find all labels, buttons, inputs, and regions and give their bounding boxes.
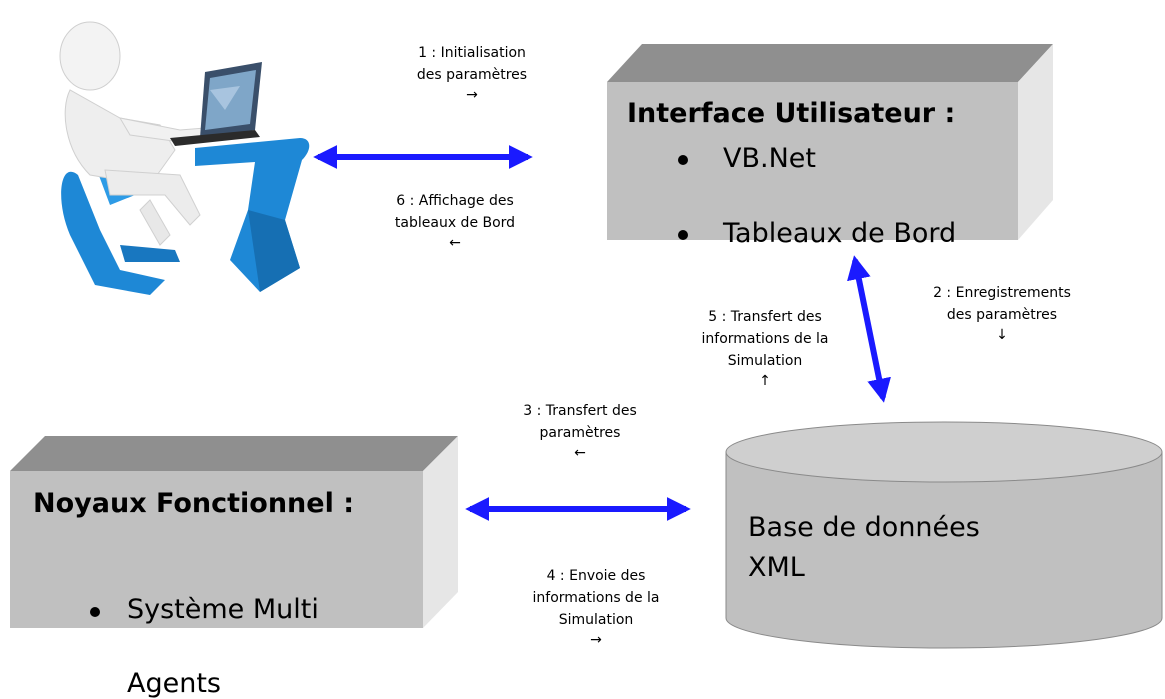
label-2-line1: 2 : Enregistrements bbox=[933, 285, 1071, 301]
user-at-laptop-illustration bbox=[59, 21, 310, 295]
label-5-transfert-informations: 5 : Transfert des informations de la Sim… bbox=[660, 306, 870, 390]
noyau-item-label: Système Multi bbox=[127, 594, 319, 625]
noyau-item-agents-line: Agents bbox=[127, 668, 221, 699]
label-6-line1: 6 : Affichage des bbox=[396, 193, 514, 209]
left-arrow-icon: ← bbox=[574, 445, 586, 461]
database-label-line1: Base de données bbox=[748, 512, 980, 543]
label-6-affichage: 6 : Affichage des tableaux de Bord ← bbox=[355, 190, 555, 252]
interface-box-title: Interface Utilisateur : bbox=[627, 98, 956, 129]
database-label-line2: XML bbox=[748, 552, 805, 583]
down-arrow-icon: ↓ bbox=[996, 327, 1008, 343]
label-4-line3: Simulation bbox=[558, 612, 634, 628]
label-2-line2: des paramètres bbox=[946, 307, 1058, 323]
label-2-enregistrements: 2 : Enregistrements des paramètres ↓ bbox=[897, 282, 1107, 344]
up-arrow-icon: ↑ bbox=[759, 373, 771, 389]
left-arrow-icon: ← bbox=[449, 235, 461, 251]
label-1-initialisation: 1 : Initialisation des paramètres → bbox=[372, 42, 572, 104]
bullet-icon bbox=[678, 155, 688, 165]
label-1-line1: 1 : Initialisation bbox=[418, 45, 526, 61]
label-5-line2: informations de la bbox=[701, 331, 829, 347]
label-1-line2: des paramètres bbox=[416, 67, 528, 83]
right-arrow-icon: → bbox=[590, 632, 602, 648]
interface-box-shape bbox=[607, 44, 1053, 240]
interface-item-vbnet: VB.Net bbox=[678, 143, 1165, 174]
label-3-line2: paramètres bbox=[539, 425, 621, 441]
noyau-box-shape bbox=[10, 436, 458, 628]
label-4-line2: informations de la bbox=[532, 590, 660, 606]
label-3-line1: 3 : Transfert des bbox=[523, 403, 637, 419]
label-5-line1: 5 : Transfert des bbox=[708, 309, 822, 325]
bullet-icon bbox=[90, 607, 100, 617]
label-4-line1: 4 : Envoie des bbox=[546, 568, 646, 584]
label-4-envoie-informations: 4 : Envoie des informations de la Simula… bbox=[496, 565, 696, 649]
label-6-line2: tableaux de Bord bbox=[394, 215, 516, 231]
interface-item-label: Tableaux de Bord bbox=[723, 218, 957, 249]
label-3-transfert-parametres: 3 : Transfert des paramètres ← bbox=[480, 400, 680, 462]
label-5-line3: Simulation bbox=[727, 353, 803, 369]
right-arrow-icon: → bbox=[466, 87, 478, 103]
bullet-icon bbox=[678, 230, 688, 240]
diagram-canvas bbox=[10, 21, 1163, 649]
interface-item-label: VB.Net bbox=[723, 143, 816, 174]
database-label: Base de données XML bbox=[748, 508, 980, 588]
noyau-item-sma: Système Multi bbox=[90, 594, 1165, 625]
interface-item-tableaux: Tableaux de Bord bbox=[678, 218, 1165, 249]
database-cylinder-shape bbox=[725, 421, 1163, 649]
noyau-box-title: Noyaux Fonctionnel : bbox=[33, 488, 355, 519]
arrow-interface-database bbox=[847, 255, 891, 403]
